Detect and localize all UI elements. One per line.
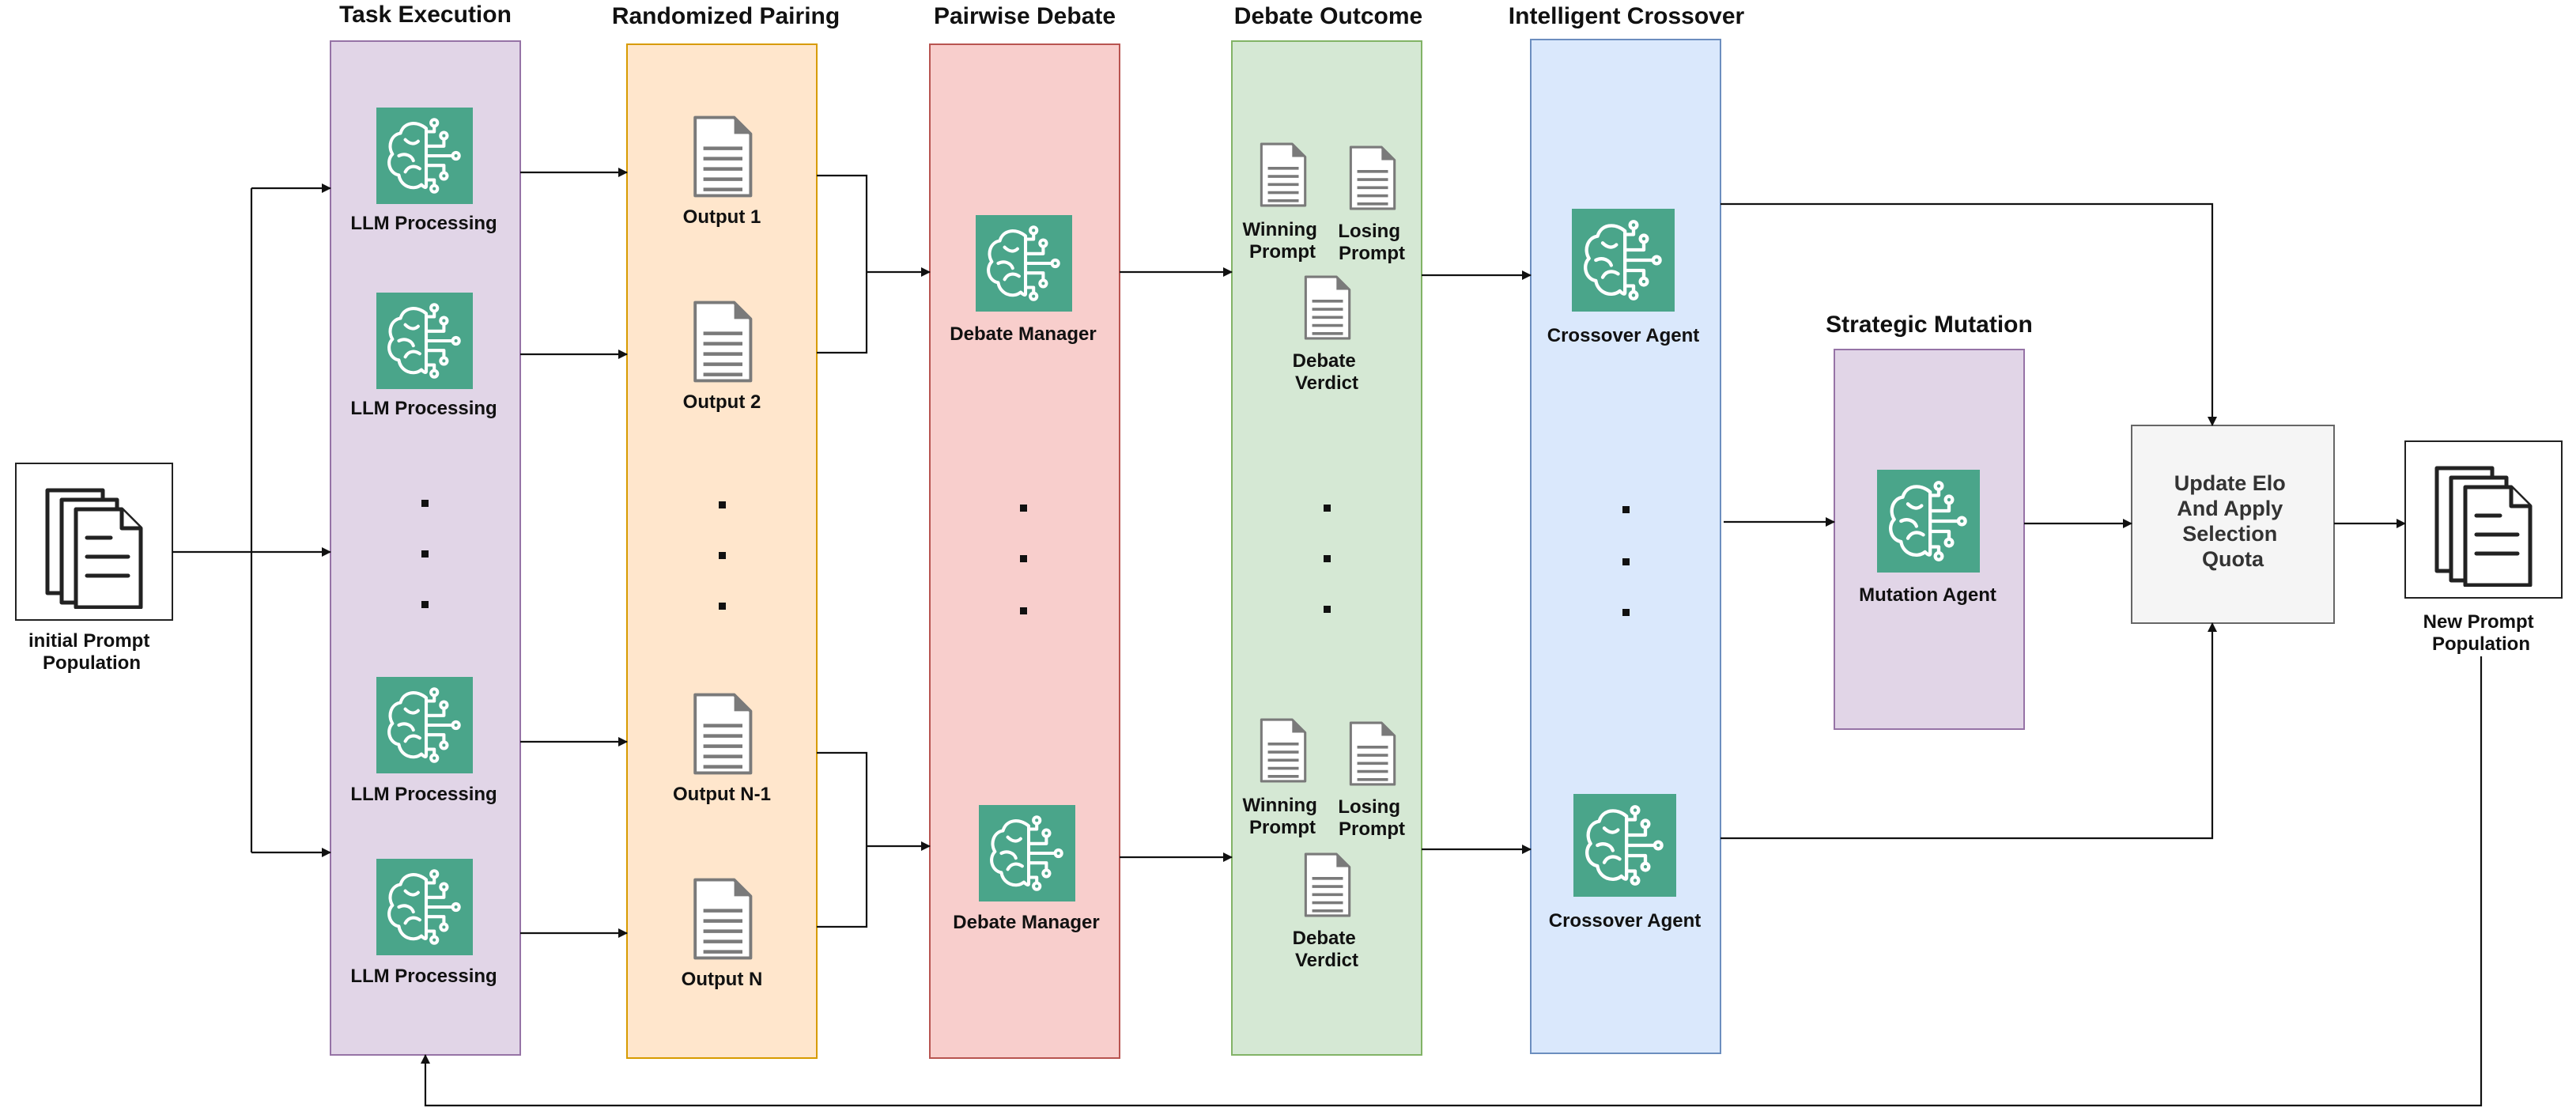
debate-outcome-panel	[1231, 40, 1422, 1056]
brain-circuit-icon	[976, 215, 1072, 312]
winning-prompt-label: Winning Prompt	[1242, 219, 1322, 263]
brain-circuit-icon	[1573, 794, 1676, 897]
output-label: Output 2	[683, 391, 761, 413]
brain-circuit-icon	[376, 108, 473, 204]
llm-processing-label: LLM Processing	[350, 398, 497, 419]
crossover-agent-label: Crossover Agent	[1549, 910, 1702, 932]
debate-verdict-label: Debate Verdict	[1293, 350, 1362, 394]
document-icon	[695, 303, 750, 381]
task-execution-title: Task Execution	[339, 2, 512, 28]
new-population-label: New Prompt Population	[2423, 611, 2540, 655]
debate-outcome-title: Debate Outcome	[1234, 3, 1422, 29]
brain-circuit-icon	[1877, 470, 1980, 573]
debate-manager-label: Debate Manager	[953, 912, 1099, 933]
brain-circuit-icon	[376, 859, 473, 955]
update-elo-box	[2131, 425, 2335, 624]
output-label: Output N-1	[673, 784, 771, 805]
output-label: Output N	[682, 969, 763, 990]
brain-circuit-icon	[979, 805, 1075, 901]
brain-circuit-icon	[376, 293, 473, 389]
crossover-agent-label: Crossover Agent	[1547, 325, 1700, 346]
losing-prompt-label: Losing Prompt	[1338, 796, 1405, 840]
update-elo-label: Update Elo And Apply Selection Quota	[2174, 471, 2292, 571]
document-icon	[1349, 146, 1396, 210]
document-icon	[1304, 275, 1351, 340]
llm-processing-label: LLM Processing	[350, 966, 497, 987]
document-icon	[1349, 721, 1396, 786]
debate-verdict-label: Debate Verdict	[1293, 928, 1362, 971]
losing-prompt-label: Losing Prompt	[1338, 221, 1405, 264]
llm-processing-label: LLM Processing	[350, 213, 497, 234]
strategic-mutation-title: Strategic Mutation	[1826, 312, 2033, 338]
document-icon	[1260, 142, 1307, 207]
document-icon	[695, 880, 750, 958]
pairwise-debate-title: Pairwise Debate	[934, 3, 1116, 29]
output-label: Output 1	[683, 206, 761, 228]
document-icon	[1304, 852, 1351, 917]
brain-circuit-icon	[376, 677, 473, 773]
llm-processing-label: LLM Processing	[350, 784, 497, 805]
initial-population-label: initial Prompt Population	[28, 630, 155, 674]
brain-circuit-icon	[1572, 209, 1675, 312]
connectors	[172, 168, 2483, 1107]
pairwise-debate-panel	[929, 43, 1120, 1059]
mutation-agent-label: Mutation Agent	[1859, 584, 1996, 606]
document-icon	[695, 695, 750, 773]
winning-prompt-label: Winning Prompt	[1242, 795, 1322, 838]
ellipsis-dots	[421, 500, 1630, 616]
document-icon	[695, 118, 750, 196]
intelligent-crossover-panel	[1530, 39, 1721, 1054]
randomized-pairing-title: Randomized Pairing	[612, 3, 840, 29]
intelligent-crossover-title: Intelligent Crossover	[1509, 3, 1745, 29]
document-icon	[1260, 718, 1307, 783]
debate-manager-label: Debate Manager	[950, 323, 1096, 345]
